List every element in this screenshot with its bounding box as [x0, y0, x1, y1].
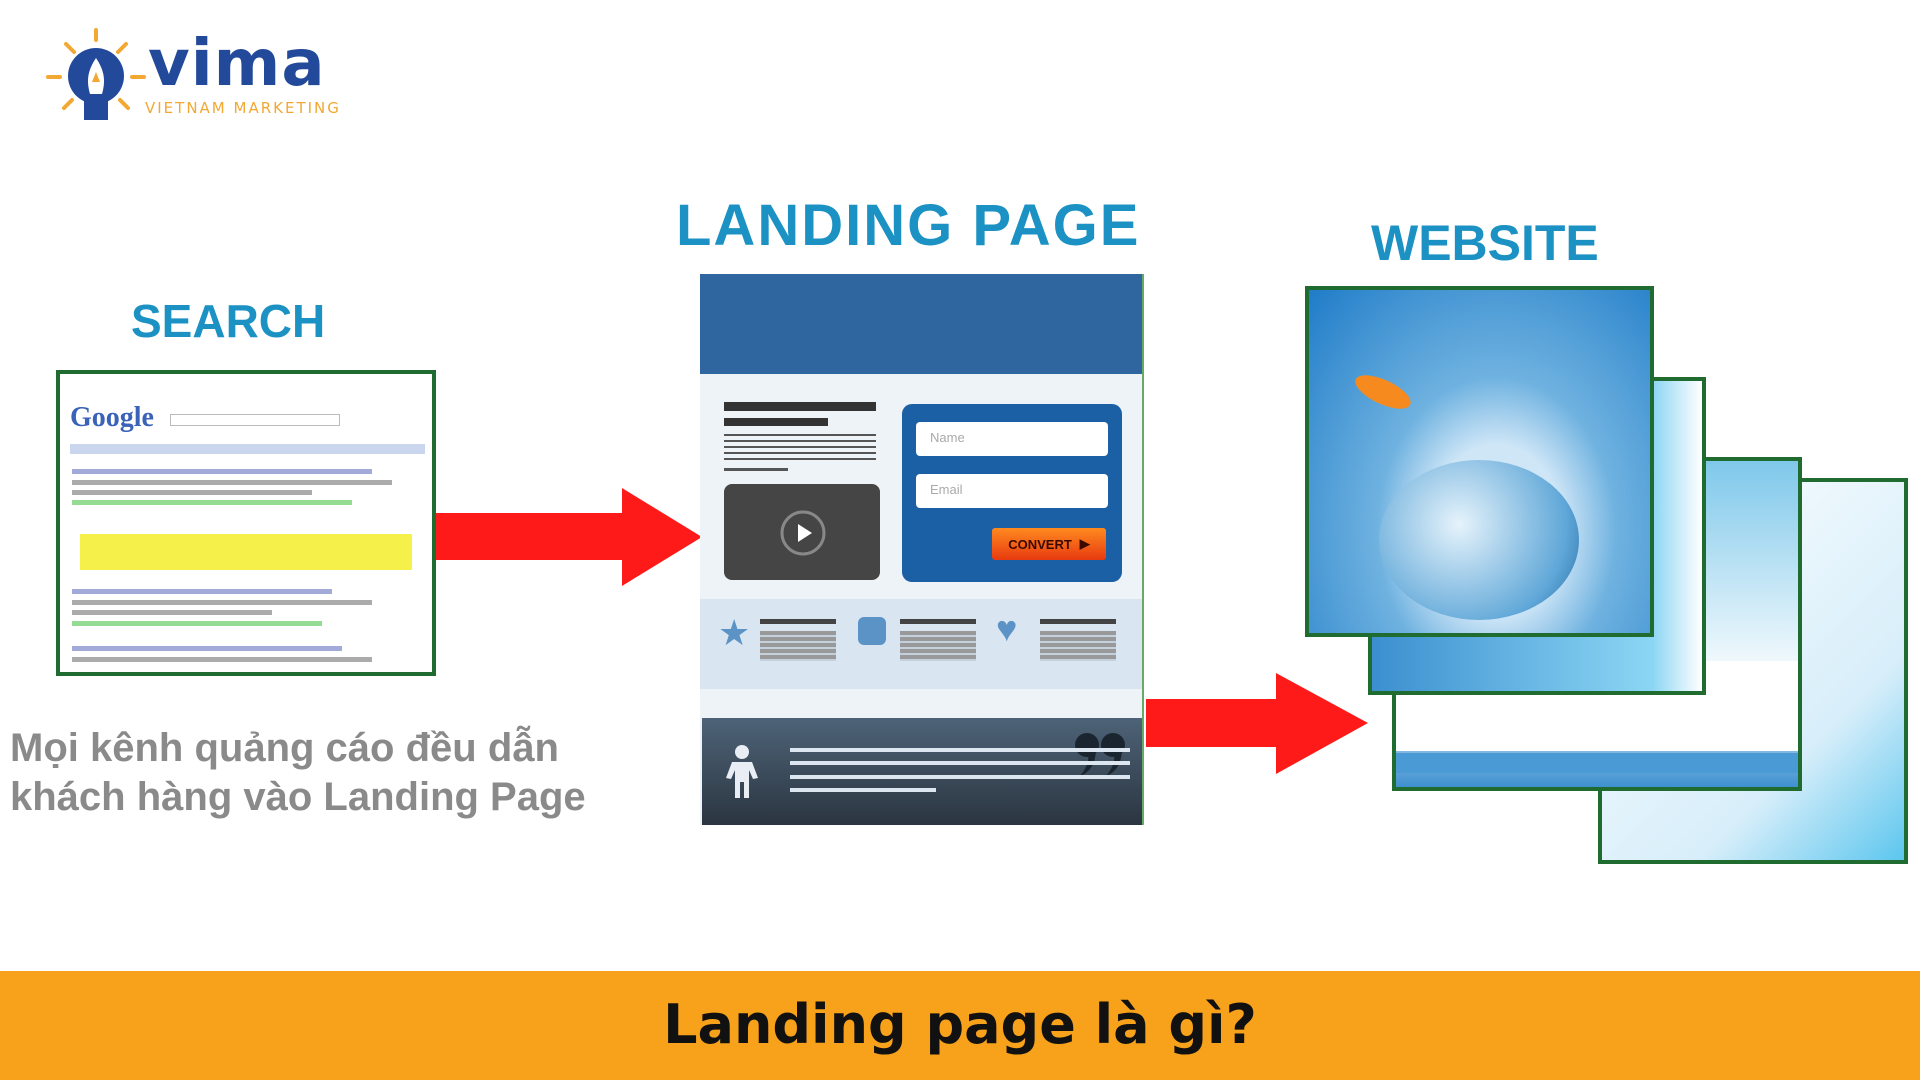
- heart-icon: ♥: [996, 608, 1018, 649]
- testimonial-section: [702, 718, 1142, 825]
- star-icon: ★: [718, 612, 751, 653]
- video-player[interactable]: [724, 484, 880, 580]
- play-arrow-icon: ▶: [1079, 536, 1090, 551]
- search-heading: SEARCH: [131, 295, 326, 347]
- arrow-right-icon: [436, 488, 702, 586]
- search-results-screenshot: Google: [56, 370, 436, 676]
- search-box: [170, 414, 340, 426]
- logo-tagline: VIETNAM MARKETING: [145, 99, 341, 117]
- convert-label: CONVERT: [1008, 536, 1072, 552]
- landing-page-mockup: Name Email CONVERT ▶ ★ ♥: [700, 274, 1144, 825]
- highlighted-result: [80, 534, 412, 570]
- convert-button[interactable]: CONVERT ▶: [992, 528, 1106, 560]
- caption-line-2: khách hàng vào Landing Page: [10, 775, 586, 819]
- footer-banner: Landing page là gì?: [0, 971, 1920, 1080]
- cube-icon: [858, 617, 886, 645]
- results-bar: [70, 444, 425, 454]
- play-icon: [780, 510, 826, 556]
- name-field[interactable]: Name: [916, 422, 1108, 456]
- quote-icon: [1075, 733, 1125, 776]
- google-logo: Google: [70, 402, 154, 433]
- footer-title: Landing page là gì?: [663, 993, 1257, 1057]
- landing-header: [700, 274, 1142, 374]
- signup-form: Name Email CONVERT ▶: [902, 404, 1122, 582]
- logo-wordmark: vima: [148, 27, 326, 101]
- goldfish: [1350, 368, 1416, 416]
- fish-bowl: [1379, 460, 1579, 620]
- lightbulb-icon: [46, 28, 146, 120]
- caption: Mọi kênh quảng cáo đều dẫn khách hàng và…: [10, 724, 586, 822]
- landing-page-heading: LANDING PAGE: [676, 193, 1141, 258]
- arrow-right-icon: [1146, 673, 1368, 774]
- features-section: ★ ♥: [700, 599, 1142, 689]
- person-icon: [726, 745, 758, 798]
- website-heading: WEBSITE: [1371, 215, 1599, 271]
- logo: vima VIETNAM MARKETING: [44, 28, 374, 123]
- caption-line-1: Mọi kênh quảng cáo đều dẫn: [10, 726, 559, 770]
- website-hero-image: [1305, 286, 1654, 637]
- email-field[interactable]: Email: [916, 474, 1108, 508]
